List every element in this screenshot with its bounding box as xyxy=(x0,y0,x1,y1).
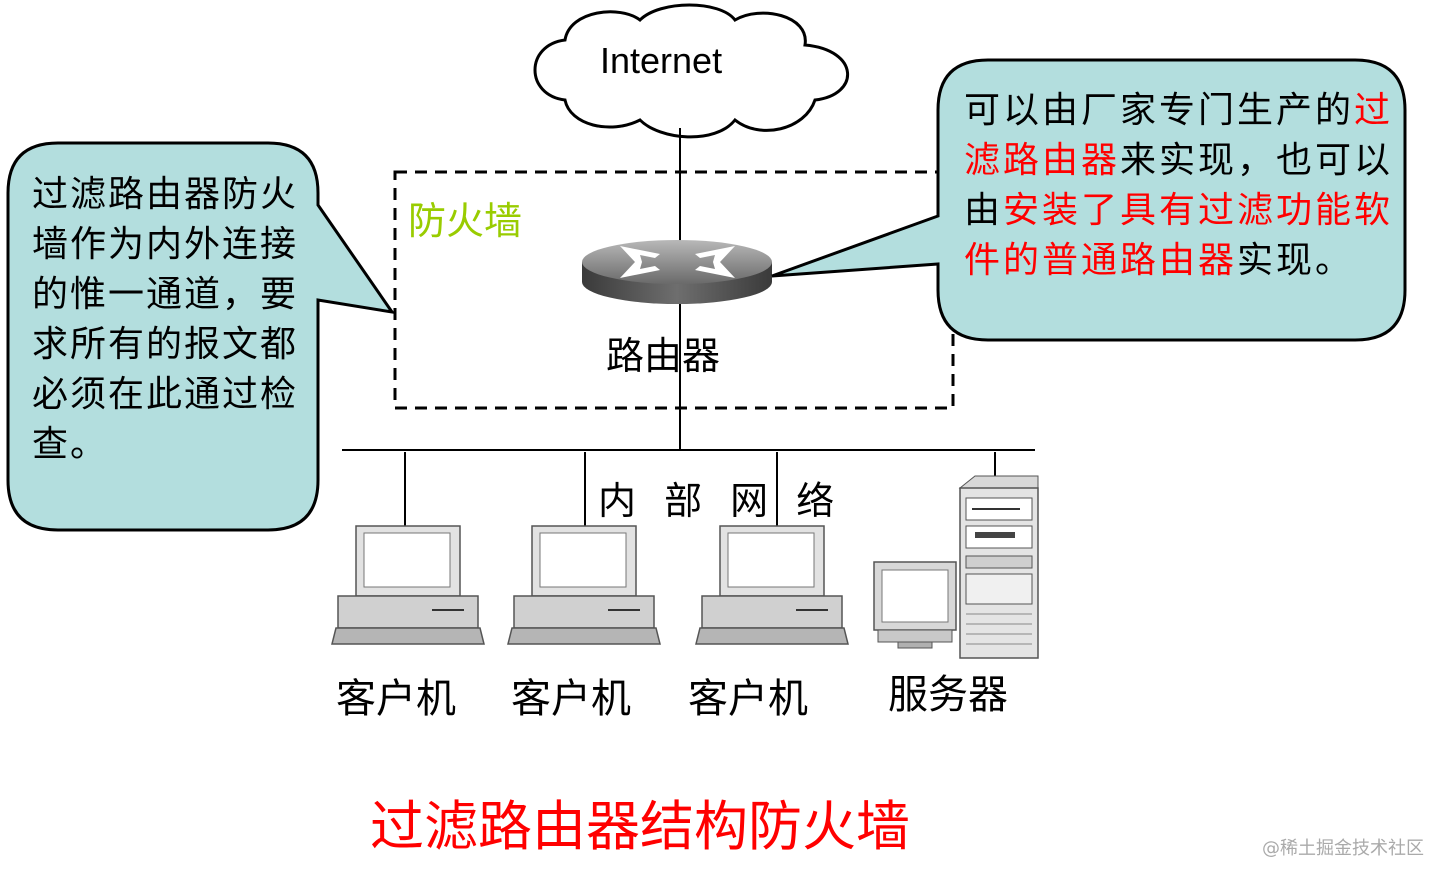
client-pc-icon xyxy=(331,525,485,645)
right-callout-plain: 可以由厂家专门生产的 xyxy=(964,90,1355,131)
server-icon xyxy=(873,475,1039,659)
right-callout-highlight: 安装了具有过滤功能软件的普通路由器 xyxy=(964,190,1394,281)
diagram-title: 过滤路由器结构防火墙 xyxy=(370,795,910,858)
left-callout-text: 过滤路由器防火墙作为内外连接的惟一通道，要求所有的报文都必须在此通过检查。 xyxy=(32,174,299,465)
internal-network-label: 内 部 网 络 xyxy=(598,479,843,523)
client-label: 客户机 xyxy=(511,676,631,722)
right-callout-highlight: 过滤路由器 xyxy=(964,90,1394,181)
internet-label: Internet xyxy=(600,40,723,81)
internet-cloud xyxy=(533,3,850,139)
client-label: 客户机 xyxy=(336,676,456,722)
right-callout-bubble xyxy=(771,58,1407,342)
router-icon xyxy=(582,240,772,304)
firewall-boundary xyxy=(393,170,955,410)
right-callout-text: 可以由厂家专门生产的过滤路由器来实现，也可以由安装了具有过滤功能软件的普通路由器… xyxy=(964,86,1394,286)
watermark: @稀土掘金技术社区 xyxy=(1262,838,1424,859)
right-callout-plain: 实现。 xyxy=(1237,240,1355,281)
client-pc-icon xyxy=(695,525,849,645)
firewall-label: 防火墙 xyxy=(408,199,523,243)
left-callout-bubble xyxy=(6,141,396,532)
client-label: 客户机 xyxy=(688,676,808,722)
router-label: 路由器 xyxy=(606,334,721,378)
server-label: 服务器 xyxy=(888,672,1008,718)
client-pc-icon xyxy=(507,525,661,645)
right-callout-plain: 来实现，也可以由 xyxy=(964,140,1394,231)
